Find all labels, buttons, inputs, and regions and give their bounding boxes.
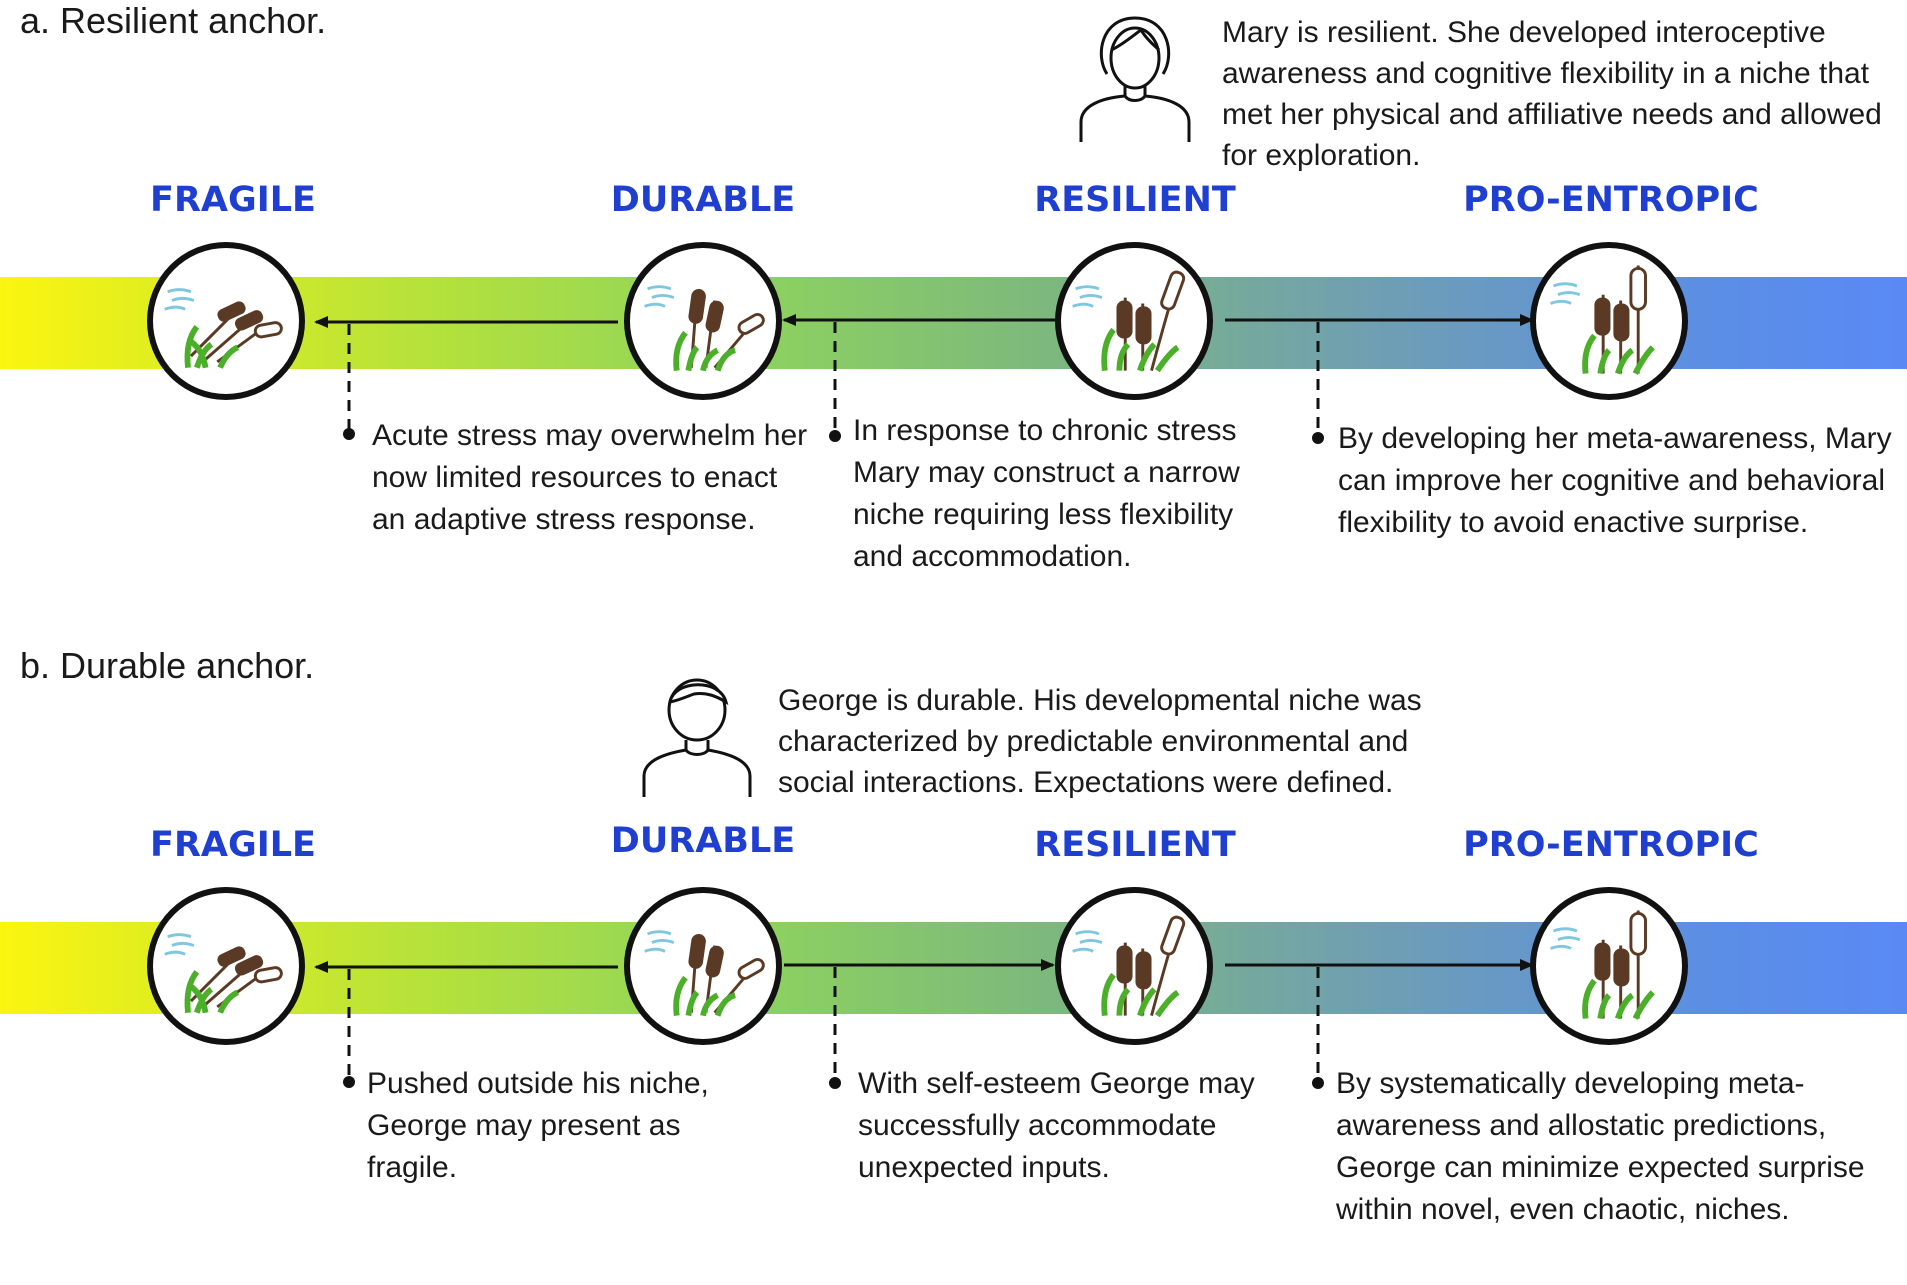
callout-resilient: By developing her meta-awareness, Mary c…	[1338, 418, 1898, 544]
stage-circle-resilient	[1055, 242, 1213, 400]
callout-durable: In response to chronic stress Mary may c…	[853, 410, 1283, 578]
man-icon	[642, 678, 752, 797]
person-description: George is durable. His developmental nic…	[778, 684, 1422, 799]
stage-circle-pro-entropic	[1530, 242, 1688, 400]
cattail-icon	[1550, 910, 1655, 1020]
person-description: Mary is resilient. She developed interoc…	[1222, 16, 1882, 172]
cattail-icon	[164, 288, 283, 369]
stage-label-pro-entropic: PRO-ENTROPIC	[1463, 825, 1759, 865]
cattail-icon	[644, 930, 765, 1017]
stage-label-durable: DURABLE	[610, 180, 796, 220]
stage-circle-durable	[624, 887, 782, 1045]
stage-circle-fragile	[147, 242, 305, 400]
stage-label-fragile: FRAGILE	[150, 180, 316, 220]
stage-circle-fragile	[147, 887, 305, 1045]
callout-text: In response to chronic stress Mary may c…	[853, 414, 1240, 573]
cattail-icon	[1072, 270, 1186, 373]
stage-label-fragile: FRAGILE	[150, 825, 316, 865]
stage-circle-resilient	[1055, 887, 1213, 1045]
stage-label-durable: DURABLE	[610, 821, 796, 861]
stage-label-resilient: RESILIENT	[1034, 825, 1236, 865]
cattail-icon	[164, 933, 283, 1014]
callout-resilient: By systematically developing meta-awaren…	[1336, 1063, 1904, 1231]
cattail-icon	[1072, 915, 1186, 1018]
stage-label-pro-entropic: PRO-ENTROPIC	[1463, 180, 1759, 220]
stage-circle-durable	[624, 242, 782, 400]
callout-fragile: Pushed outside his niche, George may pre…	[367, 1063, 747, 1189]
callout-text: With self-esteem George may successfully…	[858, 1067, 1255, 1184]
woman-icon	[1079, 16, 1191, 142]
panel-title: b. Durable anchor.	[20, 645, 315, 686]
panel-title: a. Resilient anchor.	[20, 0, 327, 41]
callout-text: By developing her meta-awareness, Mary c…	[1338, 422, 1892, 539]
callout-fragile: Acute stress may overwhelm her now limit…	[372, 415, 812, 541]
callout-durable: With self-esteem George may successfully…	[858, 1063, 1288, 1189]
cattail-icon	[1550, 265, 1655, 375]
stage-label-resilient: RESILIENT	[1034, 180, 1236, 220]
callout-text: By systematically developing meta-awaren…	[1336, 1067, 1865, 1226]
panel-durable-anchor: b. Durable anchor. George is durable. Hi…	[0, 645, 1907, 1226]
callout-text: Acute stress may overwhelm her now limit…	[372, 419, 808, 536]
panel-resilient-anchor: a. Resilient anchor. Mary is resilient. …	[0, 0, 1907, 640]
callout-text: Pushed outside his niche, George may pre…	[367, 1067, 709, 1184]
cattail-icon	[644, 285, 765, 372]
stage-circle-pro-entropic	[1530, 887, 1688, 1045]
